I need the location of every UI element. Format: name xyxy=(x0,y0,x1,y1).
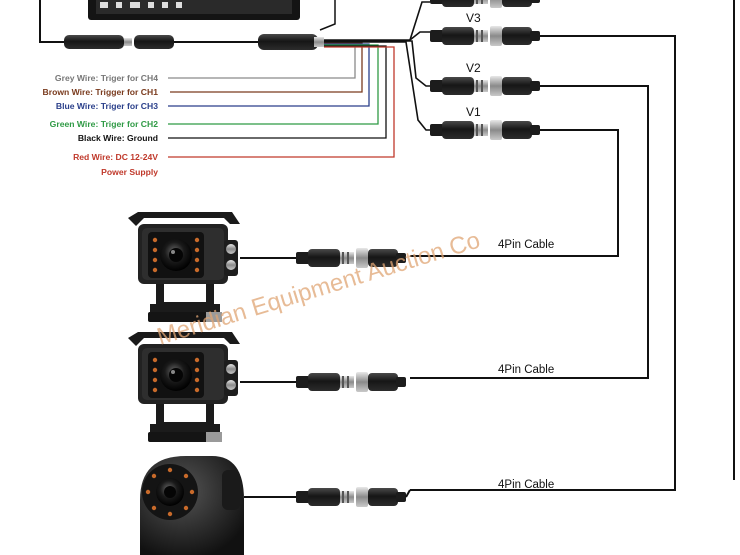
video-input-v2: V2 xyxy=(430,61,540,96)
wire-label-red: Red Wire: DC 12-24V xyxy=(73,152,158,162)
monitor-icon xyxy=(88,0,300,20)
trigger-wires xyxy=(168,41,395,158)
dome-camera-icon xyxy=(140,456,244,555)
wire-label-blue: Blue Wire: Triger for CH3 xyxy=(56,101,158,111)
camera-run-cables xyxy=(410,0,735,491)
video-input-label-v2: V2 xyxy=(466,61,481,75)
connector-pair-v2 xyxy=(430,76,540,96)
video-input-label-v3: V3 xyxy=(466,11,481,25)
video-branch-wires xyxy=(324,1,430,131)
cable-label-3: 4Pin Cable xyxy=(498,479,554,491)
wire-label-power: Power Supply xyxy=(101,167,158,177)
connector-pair-v3 xyxy=(430,26,540,46)
connector-pair-cam3 xyxy=(296,487,406,507)
bracket-camera-2-icon xyxy=(128,332,240,442)
connector-pair-cam2 xyxy=(296,372,406,392)
monitor-cable xyxy=(64,34,324,50)
wire-label-brown: Brown Wire: Trigger for CH1 xyxy=(43,87,159,97)
wire-label-grey: Grey Wire: Triger for CH4 xyxy=(55,73,158,83)
connector-pair-v1 xyxy=(430,120,540,140)
wire-label-list: Grey Wire: Triger for CH4 Brown Wire: Tr… xyxy=(43,73,159,177)
wire-label-black: Black Wire: Ground xyxy=(78,133,158,143)
connector-pair-top xyxy=(430,0,540,8)
wire-label-green: Green Wire: Triger for CH2 xyxy=(50,119,159,129)
video-input-v3: V3 xyxy=(430,11,540,46)
video-input-label-v1: V1 xyxy=(466,105,481,119)
cable-label-2: 4Pin Cable xyxy=(498,364,554,376)
cable-label-1: 4Pin Cable xyxy=(498,239,554,251)
video-input-v1: V1 xyxy=(430,105,540,140)
